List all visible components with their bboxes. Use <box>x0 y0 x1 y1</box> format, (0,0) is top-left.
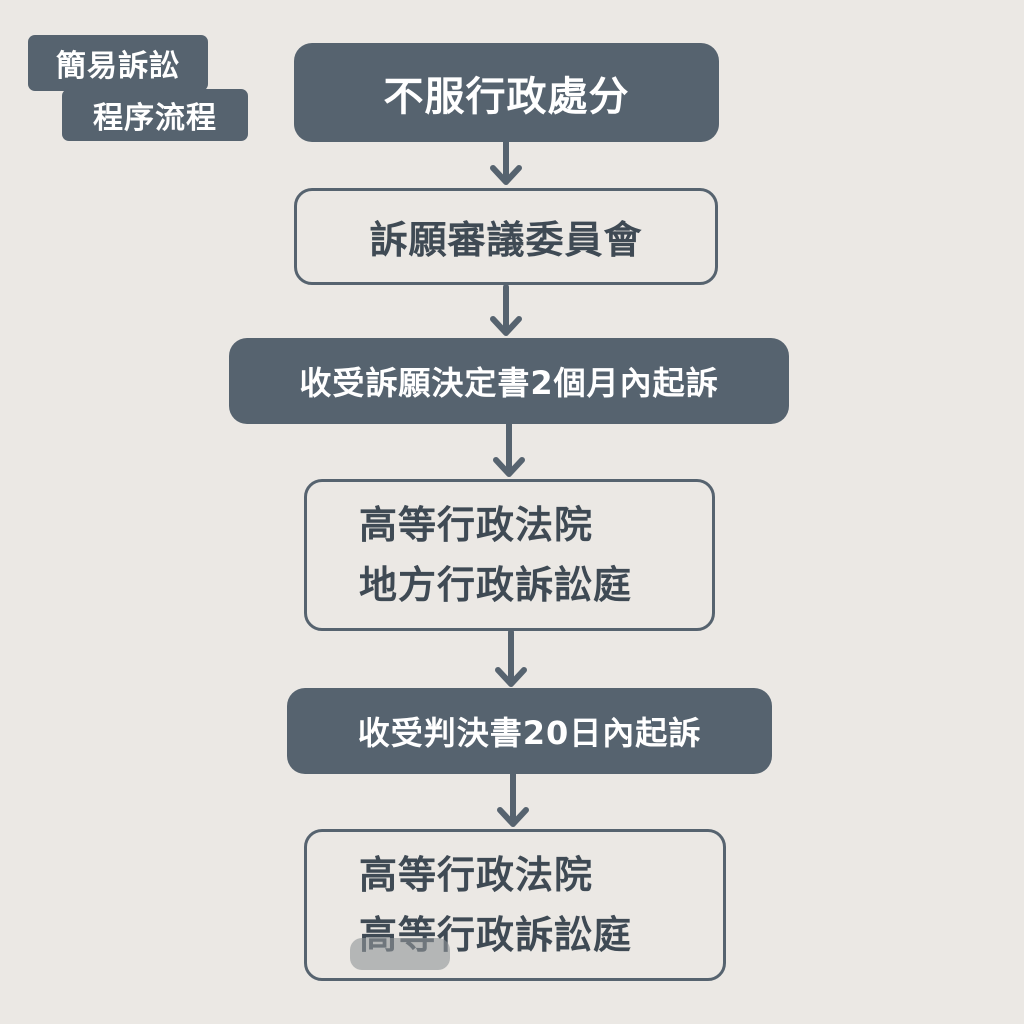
node-6-line1: 高等行政法院 <box>359 853 594 897</box>
arrowhead-3 <box>493 457 525 477</box>
arrowhead-2 <box>490 316 522 336</box>
node-5-label: 收受判決書20日內起訴 <box>357 714 702 752</box>
node-1-label: 不服行政處分 <box>383 73 630 120</box>
node-petition-review-committee: 訴願審議委員會 <box>294 188 718 285</box>
title-tag-line2-text: 程序流程 <box>93 101 217 136</box>
node-2-label: 訴願審議委員會 <box>369 218 643 262</box>
node-not-accept-administrative-disposition: 不服行政處分 <box>294 43 719 142</box>
node-3-label: 收受訴願決定書2個月內起訴 <box>299 364 719 402</box>
node-court-appeal: 高等行政法院 高等行政訴訟庭 <box>304 829 726 981</box>
highlight-mark-2 <box>350 938 450 970</box>
title-tag-line2: 程序流程 <box>62 89 248 141</box>
title-tag-line1-text: 簡易訴訟 <box>56 49 180 84</box>
title-tag-line1: 簡易訴訟 <box>28 35 208 91</box>
node-file-suit-within-20-days: 收受判決書20日內起訴 <box>287 688 772 774</box>
arrowhead-4 <box>495 667 527 687</box>
node-file-suit-within-2-months: 收受訴願決定書2個月內起訴 <box>229 338 789 424</box>
node-4-line1: 高等行政法院 <box>359 503 594 547</box>
arrowhead-5 <box>497 807 529 827</box>
arrowhead-1 <box>490 165 522 185</box>
node-4-line2: 地方行政訴訟庭 <box>359 563 633 607</box>
node-court-first-instance: 高等行政法院 地方行政訴訟庭 <box>304 479 715 631</box>
